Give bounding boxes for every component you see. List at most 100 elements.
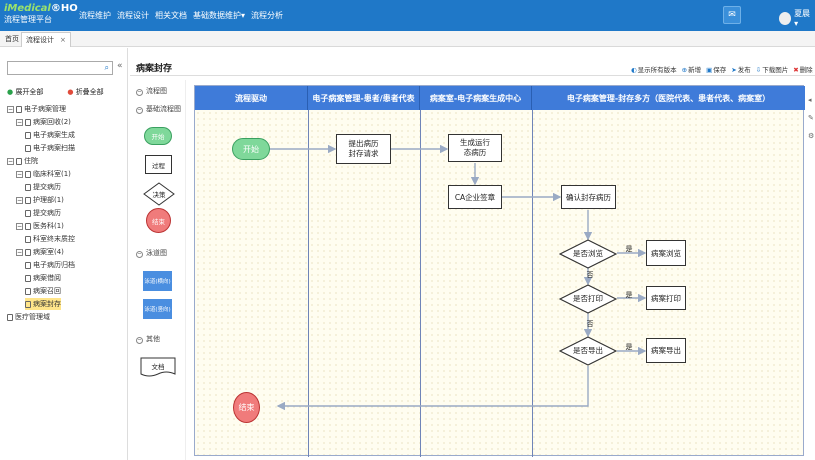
record-export-node[interactable]: 病案导出: [646, 338, 686, 363]
tree-node[interactable]: 电子病案生成: [25, 129, 75, 141]
tree-toggle-icon[interactable]: −: [16, 248, 23, 256]
tree-node-label: 医务科(1): [33, 222, 64, 230]
tree-node[interactable]: 病案封存: [25, 298, 61, 310]
user-name: 夏晨 ▾: [794, 9, 811, 28]
tree-node[interactable]: − 电子病案管理: [7, 103, 66, 115]
decision-print-shape[interactable]: [559, 284, 617, 314]
tree-node[interactable]: 科室终末质控: [25, 233, 75, 245]
flowchart-section-label: 流程图: [146, 87, 167, 95]
collapse-all-button[interactable]: ● 折叠全部: [67, 87, 103, 97]
lane-divider: [308, 110, 309, 457]
tree-node[interactable]: 提交病历: [25, 181, 61, 193]
start-shape[interactable]: 开始: [144, 127, 172, 145]
document-shape[interactable]: [140, 357, 176, 379]
record-browse-node[interactable]: 病案浏览: [646, 240, 686, 266]
folder-icon: [16, 105, 22, 113]
minus-circle-icon: ●: [67, 88, 74, 96]
tree-toggle-icon[interactable]: −: [7, 105, 14, 113]
user-node-icon: [25, 209, 31, 217]
flow-end-node[interactable]: 结束: [233, 392, 260, 423]
tree-node[interactable]: 提交病历: [25, 207, 61, 219]
chat-icon[interactable]: ✉: [723, 6, 741, 24]
add-button[interactable]: ⊕新增: [682, 64, 701, 74]
tree-node-label: 护理部(1): [33, 196, 64, 204]
tree-node[interactable]: − 临床科室(1): [16, 168, 71, 180]
tab-process-design[interactable]: 流程设计×: [21, 32, 71, 47]
save-button[interactable]: ▣保存: [706, 64, 726, 74]
tree-node[interactable]: 电子病历归档: [25, 259, 75, 271]
lane-header-record-center[interactable]: 病案室-电子病案生成中心: [420, 86, 532, 110]
tree-node[interactable]: −住院: [7, 155, 38, 167]
diagram-canvas[interactable]: 流程驱动 电子病案管理-患者/患者代表 病案室-电子病案生成中心 电子病案管理-…: [194, 85, 805, 457]
user-node-icon: [25, 183, 31, 191]
ca-signature-node[interactable]: CA企业签章: [448, 185, 502, 209]
generate-runtime-record-node[interactable]: 生成运行态病历: [448, 134, 502, 162]
tab-bar: 首页 流程设计×: [0, 31, 815, 47]
tree-node-label: 电子病案扫描: [33, 144, 75, 152]
tree-node[interactable]: 医疗管理域: [7, 311, 50, 323]
record-print-node[interactable]: 病案打印: [646, 286, 686, 310]
lane-header-driver[interactable]: 流程驱动: [195, 86, 308, 110]
tree-node[interactable]: 病案借阅: [25, 272, 61, 284]
add-icon: ⊕: [681, 66, 688, 74]
user-node-icon: [25, 300, 31, 308]
side-arrow-icon[interactable]: ◂: [808, 96, 812, 104]
confirm-seal-node[interactable]: 确认封存病历: [561, 185, 616, 209]
lane-header-sealing-parties[interactable]: 电子病案管理-封存多方（医院代表、患者代表、病案室）: [532, 86, 805, 110]
search-icon[interactable]: ⌕: [104, 63, 109, 72]
flowchart-section[interactable]: −流程图: [136, 86, 167, 96]
tree-search-input[interactable]: ⌕: [7, 61, 113, 75]
delete-button[interactable]: ✖删除: [793, 64, 812, 74]
nav-item-documents[interactable]: 相关文档: [155, 11, 187, 20]
tree-node[interactable]: −病案回收(2): [16, 116, 71, 128]
side-gear-icon[interactable]: ⚙: [808, 132, 815, 140]
no-label: 否: [586, 320, 594, 328]
decision-shape[interactable]: [143, 182, 175, 206]
decision-browse-shape[interactable]: [559, 239, 617, 269]
other-section[interactable]: −其他: [136, 334, 160, 344]
nav-item-process-maintenance[interactable]: 流程维护: [79, 11, 111, 20]
submit-seal-request-node[interactable]: 提出病历封存请求: [336, 134, 391, 164]
tree-node[interactable]: − 护理部(1): [16, 194, 64, 206]
tree-node[interactable]: −病案室(4): [16, 246, 64, 258]
toolbar: ◐显示所有版本 ⊕新增 ▣保存 ➤发布 ⇩下载图片 ✖删除: [631, 64, 813, 74]
tree-node[interactable]: 电子病案扫描: [25, 142, 75, 154]
tree-toggle-icon[interactable]: −: [16, 222, 23, 230]
nav-item-base-data[interactable]: 基础数据维护▾: [193, 11, 246, 20]
logo-suffix: ®HO: [50, 3, 78, 14]
section-toggle-icon: −: [136, 89, 143, 96]
tree-toggle-icon[interactable]: −: [7, 157, 14, 165]
nav-item-process-design[interactable]: 流程设计: [117, 11, 149, 20]
tree-node[interactable]: − 医务科(1): [16, 220, 64, 232]
show-all-versions-button[interactable]: ◐显示所有版本: [631, 64, 677, 74]
collapse-sidebar-icon[interactable]: «: [117, 61, 123, 71]
swimlane-section[interactable]: −泳道图: [136, 248, 167, 258]
folder-icon: [25, 118, 31, 126]
folder-icon: [25, 248, 31, 256]
tab-home[interactable]: 首页: [5, 35, 19, 43]
process-shape[interactable]: 过程: [145, 155, 172, 174]
expand-all-button[interactable]: ● 展开全部: [7, 87, 43, 97]
tree-node-label: 临床科室(1): [33, 170, 71, 178]
flow-start-node[interactable]: 开始: [232, 138, 270, 160]
decision-export-shape[interactable]: [559, 336, 617, 366]
lane-header-patient[interactable]: 电子病案管理-患者/患者代表: [308, 86, 420, 110]
tree-node-label: 电子病案管理: [24, 105, 66, 113]
user-menu[interactable]: 夏晨 ▾: [779, 8, 815, 28]
tree-toggle-icon[interactable]: −: [16, 196, 23, 204]
tree-node[interactable]: 病案召回: [25, 285, 61, 297]
tab-close-icon[interactable]: ×: [60, 36, 66, 44]
tree-node-label: 病案封存: [33, 300, 61, 308]
nav-item-analysis[interactable]: 流程分析: [251, 11, 284, 20]
download-image-button[interactable]: ⇩下载图片: [756, 64, 788, 74]
end-shape[interactable]: 结束: [146, 208, 171, 233]
horizontal-lane-shape[interactable]: 泳道(横向): [143, 271, 172, 291]
tree-toggle-icon[interactable]: −: [16, 118, 23, 126]
connectors: [270, 144, 647, 411]
show-all-versions-label: 显示所有版本: [637, 66, 677, 74]
side-pen-icon[interactable]: ✎: [808, 114, 814, 122]
vertical-lane-shape[interactable]: 泳道(竖向): [143, 299, 172, 319]
tree-toggle-icon[interactable]: −: [16, 170, 23, 178]
publish-button[interactable]: ➤发布: [731, 64, 750, 74]
basic-flowchart-section[interactable]: −基础流程图: [136, 104, 181, 114]
